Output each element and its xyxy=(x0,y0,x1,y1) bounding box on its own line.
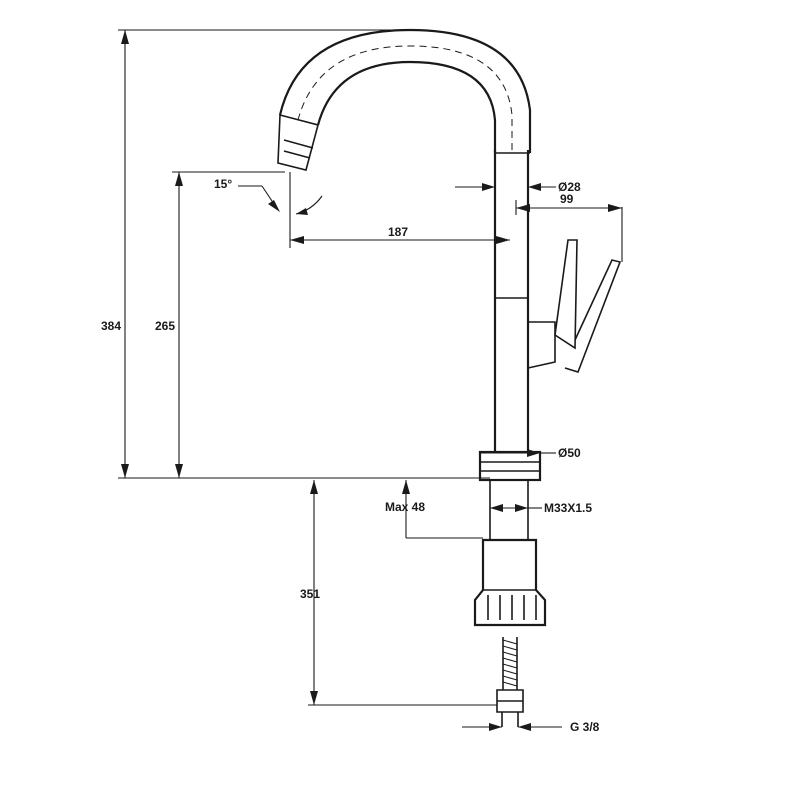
dim-spout-angle xyxy=(238,185,323,215)
dim-lever-reach xyxy=(516,204,622,212)
spout-centerline xyxy=(297,45,513,150)
label-max-deck: Max 48 xyxy=(385,500,425,514)
dim-hose-length xyxy=(310,480,318,705)
lever-handle xyxy=(554,239,578,350)
label-hose-length: 351 xyxy=(300,587,320,601)
label-base-diameter: Ø50 xyxy=(558,446,581,460)
dim-max-deck xyxy=(402,480,410,538)
label-outlet-height: 265 xyxy=(155,319,175,333)
dim-base-diameter xyxy=(480,449,556,457)
lever-housing xyxy=(527,321,556,369)
shank xyxy=(489,479,529,541)
faucet-outline xyxy=(277,28,622,727)
spout-inner xyxy=(316,60,497,153)
dim-hose-connection xyxy=(462,723,562,731)
dim-shank-thread xyxy=(490,504,542,512)
dim-spout-reach xyxy=(290,236,510,244)
label-body-diameter: Ø28 xyxy=(558,180,581,194)
label-spout-angle: 15° xyxy=(214,177,232,191)
dim-body-diameter xyxy=(455,183,556,191)
dim-outlet-height xyxy=(175,172,183,478)
spout-outer xyxy=(278,28,532,153)
dim-total-height xyxy=(121,30,129,478)
label-total-height: 384 xyxy=(101,319,121,333)
extension-lines xyxy=(118,29,623,706)
fixing-nut xyxy=(473,538,547,627)
lever-grip xyxy=(564,259,622,373)
hose xyxy=(502,637,518,690)
label-hose-connection: G 3/8 xyxy=(570,720,600,734)
label-lever-reach: 99 xyxy=(560,192,574,206)
label-shank-thread: M33X1.5 xyxy=(544,501,592,515)
aerator xyxy=(277,113,319,171)
base-ring xyxy=(478,450,542,482)
label-spout-reach: 187 xyxy=(388,225,408,239)
